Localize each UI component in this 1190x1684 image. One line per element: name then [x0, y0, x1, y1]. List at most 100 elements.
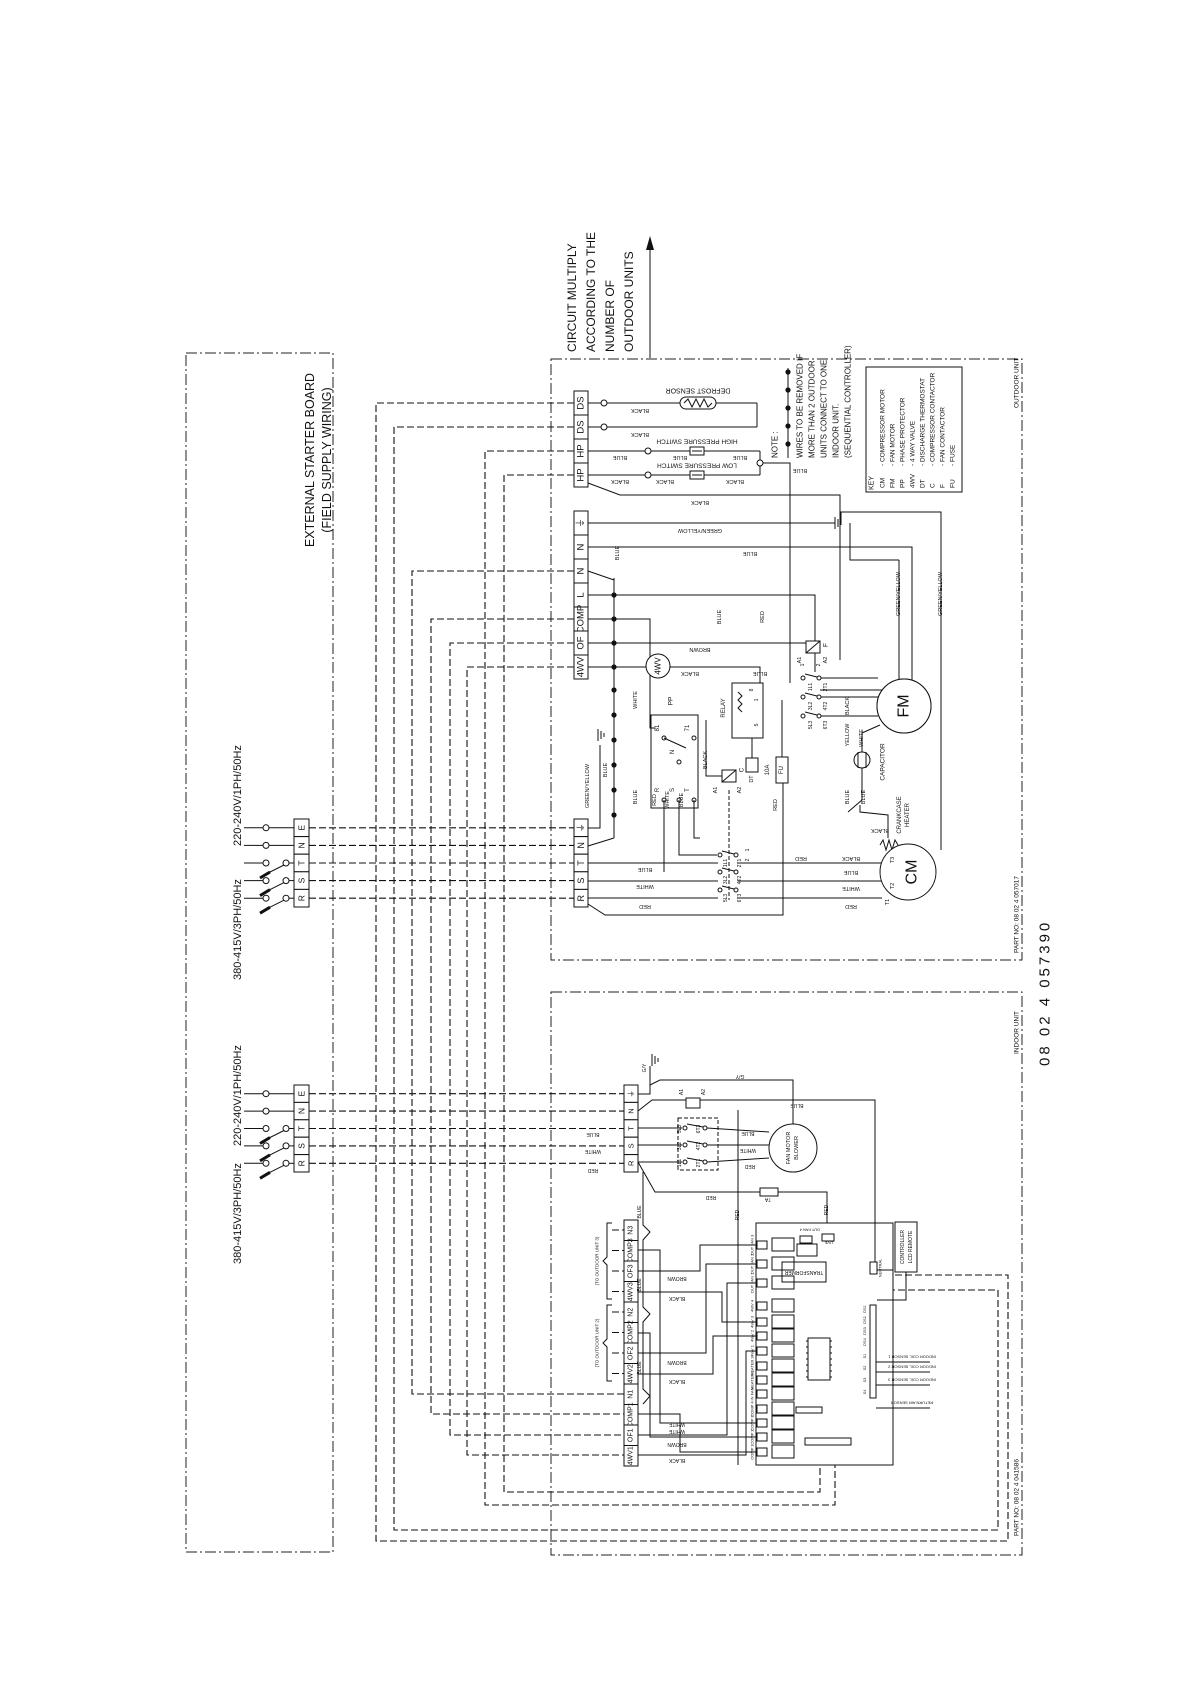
wire-color-label: BLACK [845, 697, 851, 715]
indoor-contactor-box [677, 1117, 719, 1171]
indoor-outdoor-terminal-label: 4WV2 [628, 1364, 635, 1383]
wire-color-label: BLACK [631, 407, 649, 413]
outdoor-sensor-terminal-label: HP [576, 468, 587, 481]
pressure-switch-label: HIGH PRESSURE SWITCH [656, 438, 738, 445]
wire-color-label: WHITE [636, 883, 654, 889]
outdoor-power-terminal-label: S [576, 878, 586, 884]
wire-color-label: BLUE [637, 866, 652, 872]
wire-color-label: WHITE [668, 1428, 685, 1434]
terminal-circle [853, 751, 871, 769]
wire [638, 1263, 757, 1354]
switch-handle [259, 1153, 271, 1163]
terminal-circle [733, 887, 739, 893]
wire-color-label: RED [824, 1204, 830, 1215]
pcb-relay [771, 1429, 795, 1444]
pcb-connector [756, 1432, 768, 1442]
wire-color-label: WHITE [842, 885, 860, 891]
sensor-port-label: DS1 [863, 1305, 867, 1312]
junction-dot [785, 423, 791, 429]
supply-terminal-label: N [297, 842, 307, 848]
outdoor-control-terminal-label: 4WV [576, 656, 587, 677]
wire-color-label: RED [735, 1209, 741, 1220]
wire-color-label: BLUE [637, 1278, 643, 1292]
three-phase-supply-label: 380-415V/3PH/50Hz [232, 879, 244, 980]
discharge-thermostat-label: DT [749, 775, 755, 783]
wire-color-label: BROWN [667, 1441, 687, 1447]
note-line: UNITS CONNECT TO ONE [820, 360, 829, 458]
pcb-connector-label: 4WV 1 [750, 1344, 755, 1357]
wire-color-label: BLACK [681, 670, 699, 676]
contact-blade [804, 673, 818, 678]
pcb-chip [807, 1337, 831, 1381]
supply-terminal-label: S [297, 877, 307, 883]
pcb-connector-label: HEATER 2 [750, 1356, 755, 1376]
wire-color-label: WHITE [668, 1421, 685, 1427]
heater-label: HEATER [905, 802, 911, 827]
terminal-circle [800, 675, 806, 681]
terminal-circle [645, 653, 671, 679]
wire [670, 666, 761, 683]
pcb-connector-label: NEUTRAL [878, 1258, 883, 1277]
wire-color-label: BLUE [790, 1102, 804, 1108]
wire-color-label: BLUE [633, 789, 639, 804]
wire [638, 1291, 757, 1323]
controller-label: CONTROLLER [900, 1230, 906, 1265]
wire [840, 511, 942, 850]
indoor-outdoor-terminal-label: COMP1 [628, 1402, 635, 1427]
terminal-circle [262, 1142, 270, 1150]
wire [847, 768, 863, 813]
terminal-mark: T1 [885, 899, 891, 905]
indoor-power-terminal-label: T [627, 1126, 636, 1131]
wire [642, 1172, 651, 1405]
outdoor-part-number: PART NO: 08 02 4 057017 [1014, 876, 1021, 953]
contact-blade [721, 885, 735, 890]
supply-terminal-label: S [297, 1143, 307, 1149]
terminal-circle [717, 869, 723, 875]
sensor-port-label: S2 [863, 1366, 867, 1371]
contact-blade [721, 867, 735, 872]
wire-color-label: GREEN/YELLOW [938, 571, 944, 616]
indoor-power-terminal-label: S [627, 1143, 636, 1148]
sensor-label: RETURN AIR SENSOR [891, 1401, 933, 1406]
wire [877, 1272, 907, 1301]
key-code: 4WV [910, 473, 917, 488]
pcb-connector-label: LIVE [824, 1241, 833, 1246]
key-description: - COMPRESSOR CONTACTOR [930, 372, 937, 466]
supply-terminal-label: E [297, 1091, 307, 1097]
junction-dot [611, 664, 617, 670]
outdoor-power-terminal-label: N [576, 842, 586, 849]
compressor-motor-label: CM [904, 860, 921, 885]
sensor-header [869, 1304, 877, 1399]
switch-handle [259, 1171, 271, 1180]
wire-color-label: GREEN/YELLOW [585, 763, 591, 808]
pcb-relay [771, 1298, 795, 1313]
note-line: WIRES TO BE REMOVED IF [796, 354, 805, 458]
wire-color-label: RED [705, 1194, 716, 1200]
wire [588, 546, 913, 691]
crankcase-heater-icon [879, 838, 899, 852]
pcb-connector [756, 1375, 768, 1385]
pcb-connector-label: OUT FAN 3 [750, 1234, 755, 1255]
wire-color-label: BLACK [726, 478, 744, 484]
key-description: - FAN CONTACTOR [940, 407, 947, 466]
switch-blade [267, 864, 285, 874]
pcb-relay [771, 1256, 795, 1271]
wire-color-label: BLACK [611, 478, 629, 484]
wire-color-label: WHITE [633, 691, 639, 709]
note-line: (SEQUENTIAL CONTROLLER) [844, 345, 853, 458]
supply-terminal-label: T [297, 1126, 307, 1131]
switch-blade [267, 1147, 285, 1157]
wire [588, 594, 816, 672]
terminal-circle [816, 713, 822, 719]
wire-color-label: RED [760, 611, 766, 623]
wire-color-label: BLUE [637, 1205, 643, 1219]
terminal-circle [644, 447, 652, 455]
pcb-connector-label: 4WV 3 [750, 1315, 755, 1328]
terminal-circle [733, 852, 739, 858]
wire [638, 1350, 757, 1456]
contact-blade [686, 1157, 704, 1162]
pcb-relay [771, 1444, 795, 1459]
phase-protector-label: PP [668, 697, 675, 706]
controller-pcb [755, 1222, 894, 1466]
